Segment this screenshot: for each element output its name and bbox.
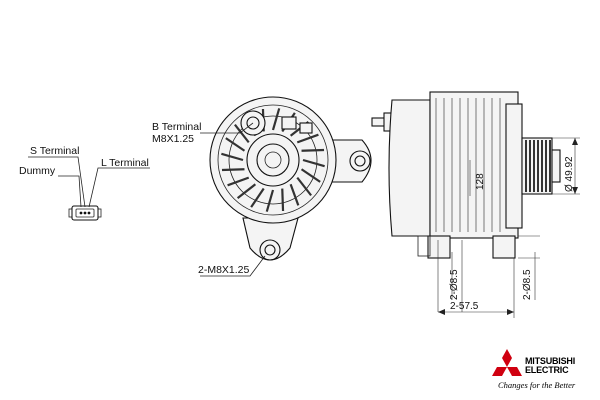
pulley-groove — [529, 140, 531, 192]
b-terminal-leader — [200, 122, 254, 134]
mount-thread-label: 2-M8X1.25 — [198, 264, 250, 276]
dim-128: 128 — [469, 160, 486, 196]
vent-slot — [227, 176, 250, 187]
vent-slot — [221, 152, 244, 162]
logo-diamond-top — [502, 349, 512, 367]
connector-plug — [68, 205, 102, 221]
s-terminal-label: S Terminal — [30, 145, 79, 157]
vent-slot — [221, 168, 245, 172]
vent-slot — [271, 108, 281, 131]
pulley-groove — [541, 140, 543, 192]
b-terminal-thread-label: M8X1.25 — [152, 133, 194, 145]
pulley-groove — [533, 140, 535, 192]
dim-width: 2-57.5 — [438, 258, 515, 318]
pulley-groove — [525, 140, 527, 192]
vent-slot — [250, 187, 265, 208]
diameter-label: Ø 49.92 — [564, 156, 575, 192]
logo-line2: ELECTRIC — [525, 365, 569, 375]
vent-slot — [289, 183, 300, 206]
pulley-groove — [545, 140, 547, 192]
dummy-label: Dummy — [19, 165, 56, 177]
mount-leader — [200, 255, 266, 277]
vent-slot — [301, 148, 325, 152]
alternator-front-view — [209, 96, 372, 261]
mitsubishi-logo — [492, 349, 522, 376]
vent-slot — [300, 168, 321, 183]
pulley-groove — [537, 140, 539, 192]
logo-tagline: Changes for the Better — [498, 380, 576, 390]
vent-slot — [236, 183, 257, 199]
logo-line1: MITSUBISHI — [525, 356, 575, 366]
l-terminal-label: L Terminal — [101, 157, 149, 169]
vent-slot — [225, 137, 246, 152]
dim-diameter: Ø 49.92 — [552, 137, 580, 195]
dim-left-hole: 2-Ø8.5 — [437, 240, 463, 312]
dim-right-hole: 2-Ø8.5 — [518, 235, 540, 300]
b-terminal-label: B Terminal — [152, 121, 201, 133]
vent-slot — [265, 189, 275, 212]
logo-diamond-left — [492, 367, 507, 376]
alternator-side-view — [371, 91, 561, 259]
logo-diamond-right — [507, 367, 522, 376]
pulley-groove — [549, 140, 551, 192]
vent-slot — [296, 133, 319, 144]
vent-slot — [302, 158, 325, 168]
vent-slot — [296, 176, 312, 197]
width-label: 2-57.5 — [450, 301, 479, 312]
height-128-label: 128 — [475, 173, 486, 190]
connector-leaders — [28, 156, 150, 208]
vent-slot — [281, 188, 285, 212]
vent-slot — [234, 123, 250, 144]
right-hole-label: 2-Ø8.5 — [522, 269, 533, 300]
left-hole-label: 2-Ø8.5 — [449, 269, 460, 300]
